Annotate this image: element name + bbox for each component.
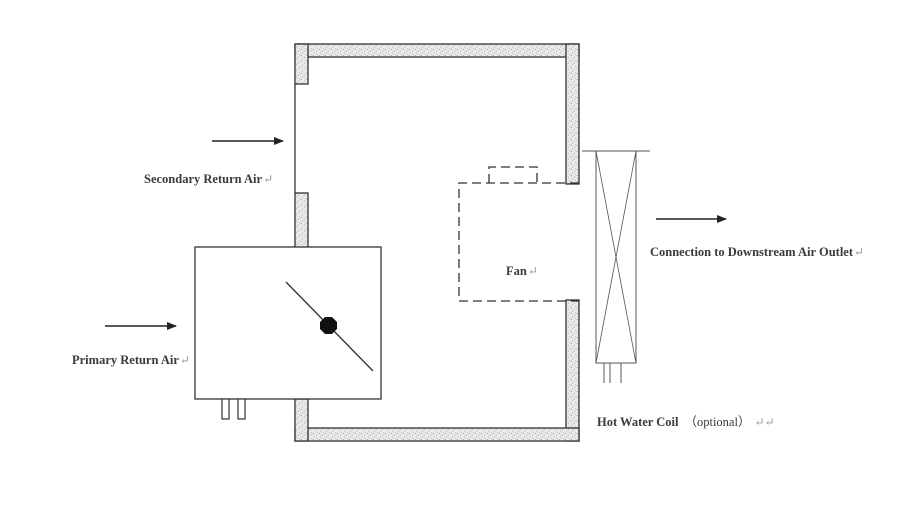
secondary-return-air-label: Secondary Return Air↵: [144, 172, 273, 186]
casing-left-wall-bottom: [294, 398, 309, 442]
secondary-return-air-text: Secondary Return Air: [144, 172, 263, 186]
damper-actuator-icon: [320, 317, 337, 334]
connection-downstream-label: Connection to Downstream Air Outlet↵: [650, 245, 864, 259]
connection-downstream-text: Connection to Downstream Air Outlet: [650, 245, 853, 259]
casing-bottom-wall: [294, 427, 580, 442]
casing-left-wall-top: [294, 43, 309, 85]
double-return-mark: ↵↵: [754, 415, 775, 429]
return-mark: ↵: [263, 172, 274, 186]
hot-water-coil-label: Hot Water Coil （optional）↵↵: [597, 415, 775, 429]
return-mark: ↵: [527, 264, 538, 278]
fan-housing: [458, 182, 579, 302]
hot-water-coil-text: Hot Water Coil: [597, 415, 679, 429]
optional-text: （optional）: [684, 415, 751, 429]
casing-top-wall: [294, 43, 580, 58]
fan-label: Fan↵: [506, 264, 538, 278]
return-mark: ↵: [179, 353, 190, 367]
sensor-tube-right: [237, 398, 246, 420]
fan-text: Fan: [506, 264, 527, 278]
casing-left-wall-middle: [294, 192, 309, 249]
coil-cross-2: [595, 150, 637, 364]
damper-box: [194, 246, 382, 400]
fan: [458, 166, 579, 302]
casing-right-wall-lower: [565, 299, 580, 442]
unit-casing: [294, 43, 580, 442]
primary-return-air-text: Primary Return Air: [72, 353, 179, 367]
hot-water-coil: [582, 150, 650, 383]
return-mark: ↵: [854, 245, 865, 259]
sensor-tube-left: [221, 398, 230, 420]
fan-motor: [488, 166, 538, 183]
primary-return-air-label: Primary Return Air↵: [72, 353, 190, 367]
primary-air-damper: [194, 246, 382, 420]
casing-right-wall-upper: [565, 43, 580, 185]
